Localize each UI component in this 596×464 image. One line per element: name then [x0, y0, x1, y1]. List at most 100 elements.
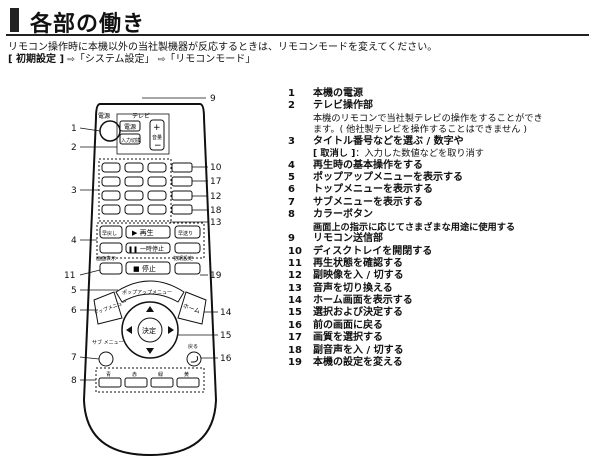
- playback-buttons: 早戻し ▶ 再生 早送り ❚❚ 一時停止: [96, 222, 205, 259]
- callout-17: 17: [210, 177, 221, 187]
- down-arrow-icon: [146, 348, 154, 354]
- info-button: [99, 262, 123, 275]
- submenu-label: サブ メニュー: [92, 339, 124, 346]
- callout-9: 9: [210, 94, 216, 104]
- arrow-right-icon: ⇨: [157, 55, 166, 65]
- color-button-yellow-label: 黄: [184, 371, 189, 378]
- intro-line: リモコン操作時に本機以外の当社製機器が反応するときは、リモコンモードを変えてくだ…: [8, 42, 438, 53]
- legend-note: ます。( 他社製テレビを操作することはできません ): [313, 124, 527, 136]
- settings-path: [ 初期設定 ] ⇨「システム設定」 ⇨「リモコンモード」: [8, 54, 437, 66]
- callout-19: 19: [210, 271, 222, 281]
- tv-power-button: [119, 120, 141, 132]
- rew-label: 早戻し: [102, 230, 117, 237]
- remote-illustration: 電源 テレビ 電源 入力切換 + 音量 − 早戻し ▶ 再生 早送り: [64, 94, 232, 457]
- setup-path-first: [ 初期設定 ]: [8, 54, 65, 65]
- picture-mode-button: [171, 176, 193, 187]
- callout-2: 2: [71, 143, 77, 153]
- top-menu-button: [93, 291, 123, 325]
- right-arrow-icon: [168, 326, 174, 334]
- intro: リモコン操作時に本機以外の当社製機器が反応するときは、リモコンモードを変えてくだ…: [8, 42, 437, 66]
- callout-4: 4: [71, 236, 77, 246]
- tv-power-label: 電源: [124, 123, 136, 131]
- callout-10: 10: [210, 163, 222, 173]
- secondary-audio-button: [171, 204, 193, 215]
- callout-14: 14: [220, 308, 232, 318]
- left-arrow-icon: [126, 326, 132, 334]
- stop-label: ■ 停止: [133, 264, 156, 273]
- ff-label: 早送り: [178, 230, 193, 237]
- input-switch-label: 入力切換: [121, 137, 141, 144]
- setup-path-second: 「システム設定」: [74, 54, 155, 65]
- popup-label: ポップアップメニュー: [122, 289, 172, 296]
- remote-body: [82, 103, 218, 457]
- stop-button: [125, 261, 171, 275]
- number-keypad: [98, 158, 172, 222]
- enter-label: 決定: [142, 326, 156, 335]
- volume-plus: +: [153, 123, 161, 133]
- return-button: [186, 351, 202, 367]
- callout-7: 7: [71, 353, 77, 363]
- callout-5: 5: [71, 286, 77, 296]
- input-switch-button: [119, 133, 141, 145]
- color-button-green-label: 緑: [158, 371, 163, 378]
- enter-button: [137, 317, 163, 343]
- callout-18: 18: [210, 206, 222, 216]
- callout-lines: [79, 97, 218, 381]
- callout-16: 16: [220, 354, 232, 364]
- setup-path-third: 「リモコンモード」: [165, 54, 256, 65]
- callout-12: 12: [210, 192, 221, 202]
- callout-11: 11: [64, 271, 75, 281]
- pause-label: ❚❚ 一時停止: [128, 245, 164, 253]
- popup-menu-button: [115, 280, 185, 303]
- callout-15: 15: [220, 331, 231, 341]
- return-label: 戻る: [188, 343, 198, 350]
- open-close-button: [171, 162, 193, 173]
- secondary-video-button: [171, 190, 193, 201]
- legend-note: 画面上の指示に応じてさまざまな用途に使用する: [313, 221, 516, 233]
- callout-3: 3: [71, 186, 77, 196]
- callout-6: 6: [71, 306, 77, 316]
- color-button-blue-label: 青: [106, 371, 111, 378]
- power-label: 電源: [98, 112, 110, 120]
- legend-note: [ 取消し ]：入力した数値などを取り消す: [313, 148, 484, 160]
- tv-section-frame: [116, 113, 170, 155]
- submenu-button: [98, 351, 114, 367]
- volume-minus: −: [154, 141, 162, 151]
- up-arrow-icon: [146, 306, 154, 312]
- setup-button: [174, 262, 201, 275]
- callout-8: 8: [71, 376, 77, 386]
- play-label: ▶ 再生: [132, 228, 154, 237]
- remote-bottom: [83, 399, 217, 456]
- volume-button: [149, 119, 165, 151]
- legend-note: 本機のリモコンで当社製テレビの操作をすることができ: [313, 112, 543, 124]
- volume-label: 音量: [152, 134, 162, 141]
- callout-13: 13: [210, 218, 221, 228]
- color-buttons: [95, 367, 205, 393]
- color-button-red-label: 赤: [132, 372, 137, 378]
- page-title: 各部の働き: [30, 12, 146, 37]
- arrow-right-icon: ⇨: [67, 55, 75, 65]
- title-marker: [10, 8, 19, 32]
- return-icon: [191, 355, 199, 363]
- tv-section-label: テレビ: [132, 112, 150, 120]
